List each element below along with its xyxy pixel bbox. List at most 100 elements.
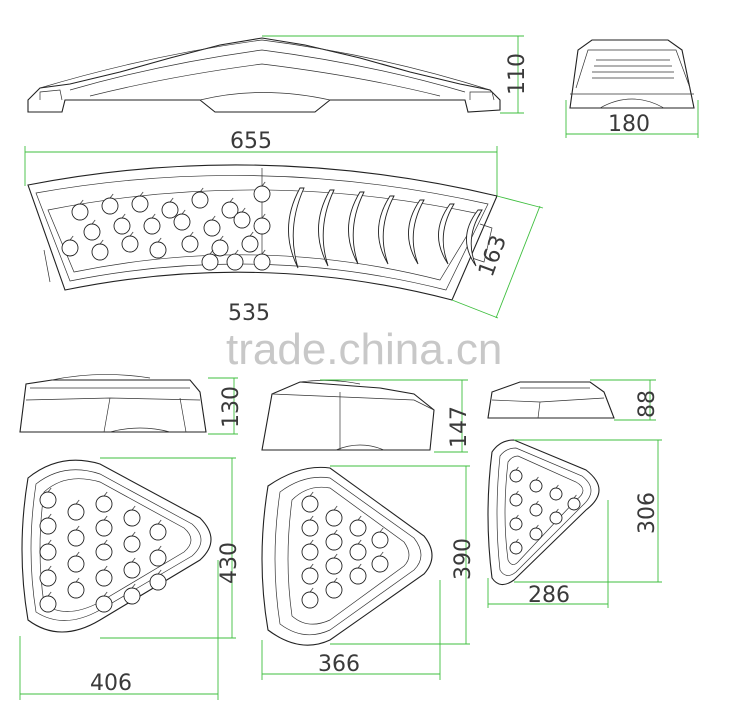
long-step-end-view <box>569 39 695 109</box>
long-step-banana-pattern <box>288 187 483 269</box>
apple-icon <box>301 491 319 513</box>
apple-icon <box>123 531 141 553</box>
apple-icon <box>113 213 131 235</box>
apple-icon <box>509 466 523 483</box>
apple-icon <box>509 538 523 555</box>
medium-step-apple-pattern <box>301 491 389 609</box>
apple-icon <box>131 191 149 213</box>
long-step-dimension-163: 163 <box>451 195 544 319</box>
apple-icon <box>95 539 113 561</box>
apple-icon <box>567 494 581 511</box>
apple-icon <box>349 515 367 537</box>
apple-icon <box>529 500 543 517</box>
small-tri-286-dimension: 286 <box>487 500 609 608</box>
apple-icon <box>181 231 199 253</box>
apple-icon <box>301 563 319 585</box>
banana-icon <box>348 191 365 265</box>
medium-tri-390-dimension: 390 <box>330 465 476 645</box>
banana-icon <box>378 195 395 265</box>
small-step-top-view <box>487 439 600 586</box>
apple-icon <box>301 539 319 561</box>
large-height-130-dimension: 130 <box>208 377 244 435</box>
apple-icon <box>67 525 85 547</box>
apple-icon <box>173 209 191 231</box>
banana-icon <box>438 203 455 265</box>
apple-icon <box>121 231 139 253</box>
apple-icon <box>253 213 271 235</box>
long-step-side-view <box>27 37 501 113</box>
apple-icon <box>67 499 85 521</box>
apple-icon <box>203 215 221 237</box>
apple-icon <box>161 197 179 219</box>
apple-icon <box>371 527 389 549</box>
small-tri-306-dimension: 306 <box>514 439 662 583</box>
apple-icon <box>349 563 367 585</box>
apple-icon <box>123 557 141 579</box>
apple-icon <box>509 514 523 531</box>
dim-88: 88 <box>635 390 660 418</box>
apple-icon <box>39 539 57 561</box>
long-step-dimension-655: 655 <box>24 129 498 196</box>
dim-430: 430 <box>217 542 242 584</box>
apple-icon <box>191 187 209 209</box>
apple-icon <box>123 583 141 605</box>
apple-icon <box>71 199 89 221</box>
watermark: trade.china.cn <box>226 325 502 374</box>
apple-icon <box>95 591 113 613</box>
apple-icon <box>253 249 271 271</box>
medium-step-top-view <box>261 466 433 646</box>
apple-icon <box>529 524 543 541</box>
banana-icon <box>466 209 483 267</box>
apple-icon <box>301 515 319 537</box>
apple-icon <box>241 231 259 253</box>
apple-icon <box>67 577 85 599</box>
banana-icon <box>318 189 335 267</box>
small-step-side-view <box>487 381 615 419</box>
banana-icon <box>288 187 305 269</box>
large-tri-406-dimension: 406 <box>19 560 219 700</box>
apple-icon <box>39 487 57 509</box>
apple-icon <box>371 551 389 573</box>
dim-286: 286 <box>528 583 570 608</box>
apple-icon <box>39 513 57 535</box>
large-step-apple-pattern <box>39 487 167 613</box>
apple-icon <box>549 508 563 525</box>
apple-icon <box>149 569 167 591</box>
banana-icon <box>408 199 425 265</box>
apple-icon <box>149 545 167 567</box>
large-tri-430-dimension: 430 <box>100 457 242 639</box>
dim-655: 655 <box>230 129 272 154</box>
apple-icon <box>143 213 161 235</box>
dim-110: 110 <box>505 53 530 95</box>
apple-icon <box>39 591 57 613</box>
apple-icon <box>101 193 119 215</box>
apple-icon <box>325 529 343 551</box>
apple-icon <box>95 515 113 537</box>
dim-180: 180 <box>608 112 650 137</box>
apple-icon <box>221 197 239 219</box>
medium-tri-366-dimension: 366 <box>261 580 441 680</box>
medium-height-147-dimension: 147 <box>320 379 472 453</box>
apple-icon <box>83 219 101 241</box>
large-step-side-view <box>19 374 207 433</box>
dim-535: 535 <box>228 301 270 326</box>
apple-icon <box>349 539 367 561</box>
apple-icon <box>325 553 343 575</box>
apple-icon <box>211 235 229 257</box>
width-180-dimension: 180 <box>565 100 699 138</box>
dim-163: 163 <box>474 232 512 280</box>
apple-icon <box>123 505 141 527</box>
apple-icon <box>201 249 219 271</box>
apple-icon <box>226 249 244 271</box>
dim-406: 406 <box>90 671 132 696</box>
apple-icon <box>149 519 167 541</box>
small-step-apple-pattern <box>509 466 581 555</box>
apple-icon <box>253 181 271 203</box>
apple-icon <box>39 565 57 587</box>
medium-step-side-view <box>261 380 435 451</box>
apple-icon <box>91 239 109 261</box>
apple-icon <box>529 476 543 493</box>
small-height-88-dimension: 88 <box>590 379 660 421</box>
dim-147: 147 <box>447 406 472 448</box>
